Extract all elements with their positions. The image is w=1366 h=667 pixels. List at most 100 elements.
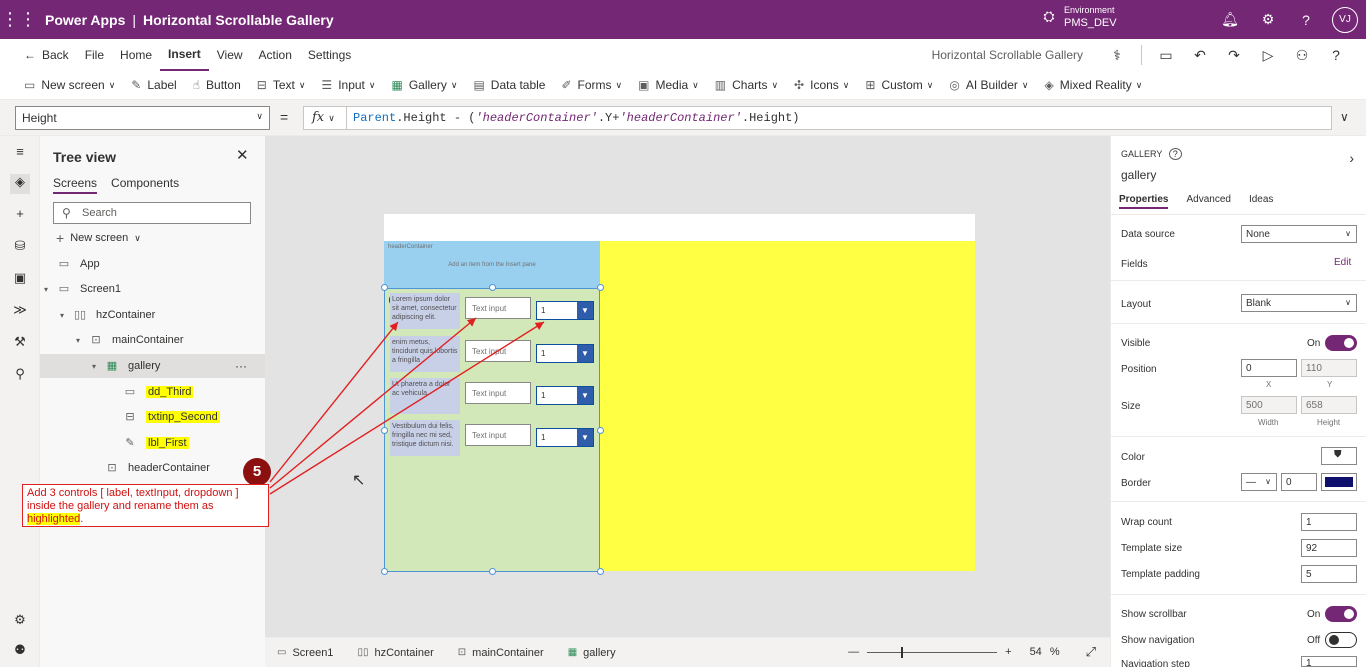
notifications-icon[interactable]: 🔔︎: [1221, 11, 1239, 27]
media-icon[interactable]: ▣: [13, 270, 27, 285]
gallery-label[interactable]: Ut pharetra a dolor ac vehicula.: [390, 378, 460, 414]
fields-edit-link[interactable]: Edit: [1334, 257, 1352, 268]
zoom-slider-thumb[interactable]: [901, 646, 904, 658]
advanced-tools-icon[interactable]: ⚒: [14, 334, 26, 349]
tab-advanced[interactable]: Advanced: [1186, 194, 1231, 205]
play-icon[interactable]: ▷: [1262, 46, 1274, 63]
gallery-text-input[interactable]: Text input: [465, 297, 531, 319]
data-cylinder-icon[interactable]: ⛁: [14, 238, 26, 253]
settings-gear-icon[interactable]: ⚙: [14, 612, 26, 627]
tree-node-hzcontainer[interactable]: ▾ ▯▯ hzContainer: [60, 309, 156, 321]
menu-settings[interactable]: Settings: [307, 48, 352, 62]
chevron-down-icon[interactable]: ▾: [92, 361, 97, 371]
gallery-label[interactable]: Vestibulum dui felis, fringilla nec mi s…: [390, 420, 460, 456]
app-launcher-icon[interactable]: ⋮⋮: [1, 9, 37, 29]
border-style-dropdown[interactable]: —∨: [1241, 473, 1277, 491]
breadcrumb-screen1[interactable]: ▭Screen1: [277, 646, 334, 659]
share-user-icon[interactable]: ⚇: [1295, 46, 1309, 63]
menu-file[interactable]: File: [84, 48, 105, 62]
ribbon-ai-builder[interactable]: ◎AI Builder∨: [949, 78, 1029, 92]
header-container[interactable]: headerContainer Add an item from the Ins…: [384, 241, 600, 288]
tab-properties[interactable]: Properties: [1119, 194, 1169, 209]
app-checker-icon[interactable]: ⚕: [1113, 46, 1121, 63]
height-input[interactable]: 658: [1301, 396, 1357, 414]
ribbon-input[interactable]: ☰Input∨: [321, 78, 376, 92]
template-padding-input[interactable]: 5: [1301, 565, 1357, 583]
ribbon-mixed-reality[interactable]: ◈Mixed Reality∨: [1044, 78, 1143, 92]
tree-node-gallery[interactable]: ▾ ▦ gallery ···: [40, 354, 265, 378]
user-avatar[interactable]: VJ: [1332, 6, 1358, 33]
gallery-dropdown[interactable]: 1▼: [536, 301, 594, 320]
resize-handle[interactable]: [489, 568, 496, 575]
ribbon-custom[interactable]: ⊞Custom∨: [865, 78, 934, 92]
search-icon[interactable]: ⚲: [15, 366, 25, 381]
gallery-label[interactable]: enim metus, tincidunt quis lobortis a fr…: [390, 336, 460, 372]
tree-node-dd-third[interactable]: ▭ dd_Third: [40, 380, 265, 404]
redo-icon[interactable]: ↷: [1228, 46, 1240, 63]
breadcrumb-maincontainer[interactable]: ⊡mainContainer: [457, 646, 544, 659]
resize-handle[interactable]: [381, 284, 388, 291]
resize-handle[interactable]: [381, 427, 388, 434]
virtual-agent-icon[interactable]: ⚉: [14, 642, 26, 657]
show-navigation-toggle[interactable]: [1325, 632, 1357, 648]
resize-handle[interactable]: [597, 427, 604, 434]
width-input[interactable]: 500: [1241, 396, 1297, 414]
show-scrollbar-toggle[interactable]: [1325, 606, 1357, 622]
tree-search-input[interactable]: ⚲ Search: [53, 202, 251, 224]
ribbon-button[interactable]: ☝Button: [192, 78, 241, 92]
screen1-preview[interactable]: headerContainer Add an item from the Ins…: [381, 214, 975, 575]
design-canvas[interactable]: headerContainer Add an item from the Ins…: [265, 136, 1110, 637]
ribbon-text[interactable]: ⊟Text∨: [256, 78, 306, 92]
ribbon-gallery[interactable]: ▦Gallery∨: [391, 78, 458, 92]
zoom-out-button[interactable]: —: [848, 646, 860, 658]
settings-gear-icon[interactable]: ⚙: [1261, 11, 1275, 27]
breadcrumb-hzcontainer[interactable]: ▯▯hzContainer: [357, 646, 434, 659]
close-icon[interactable]: ✕: [236, 147, 249, 164]
tree-view-layers-icon[interactable]: ◈: [10, 174, 30, 194]
resize-handle[interactable]: [489, 284, 496, 291]
tree-node-txtinp-second[interactable]: ⊟ txtinp_Second: [40, 405, 265, 429]
expand-formula-icon[interactable]: ∨: [1340, 110, 1349, 124]
menu-view[interactable]: View: [216, 48, 243, 62]
border-width-input[interactable]: 0: [1281, 473, 1317, 491]
help-icon[interactable]: ?: [1332, 47, 1340, 63]
ribbon-charts[interactable]: ▥Charts∨: [714, 78, 779, 92]
more-options-icon[interactable]: ···: [235, 359, 247, 373]
tab-ideas[interactable]: Ideas: [1248, 194, 1274, 205]
chevron-right-icon[interactable]: ›: [1349, 150, 1354, 166]
zoom-slider[interactable]: [867, 646, 998, 658]
gallery-row[interactable]: Lorem ipsum dolor sit amet, consectetur …: [385, 289, 601, 331]
gallery-dropdown[interactable]: 1▼: [536, 428, 594, 447]
tab-screens[interactable]: Screens: [53, 176, 98, 194]
environment-picker[interactable]: ⛭ Environment PMS_DEV: [1040, 4, 1116, 30]
position-x-input[interactable]: 0: [1241, 359, 1297, 377]
hamburger-menu-icon[interactable]: ≡: [16, 144, 24, 159]
resize-handle[interactable]: [381, 568, 388, 575]
template-size-input[interactable]: 92: [1301, 539, 1357, 557]
wrap-count-input[interactable]: 1: [1301, 513, 1357, 531]
chevron-down-icon[interactable]: ▾: [44, 284, 49, 294]
tree-node-app[interactable]: ▭ App: [40, 252, 265, 276]
tree-node-screen1[interactable]: ▾ ▭ Screen1: [44, 283, 121, 295]
tree-node-headercontainer[interactable]: ⊡ headerContainer: [40, 456, 265, 480]
breadcrumb-gallery[interactable]: ▦gallery: [567, 646, 616, 659]
tree-node-lbl-first[interactable]: ✎ lbl_First: [40, 431, 265, 455]
property-dropdown[interactable]: Height ∨: [15, 106, 270, 130]
fit-to-window-icon[interactable]: ⤢: [1085, 644, 1096, 659]
gallery-text-input[interactable]: Text input: [465, 340, 531, 362]
help-icon[interactable]: ?: [1302, 11, 1310, 28]
ribbon-data-table[interactable]: ▤Data table: [473, 78, 546, 92]
comments-icon[interactable]: ▭: [1159, 46, 1173, 63]
navigation-step-input[interactable]: 1: [1301, 656, 1357, 667]
resize-handle[interactable]: [597, 284, 604, 291]
back-button[interactable]: ←Back: [24, 48, 69, 62]
resize-handle[interactable]: [597, 568, 604, 575]
zoom-in-button[interactable]: +: [1005, 646, 1012, 658]
menu-action[interactable]: Action: [258, 48, 292, 62]
ribbon-media[interactable]: ▣Media∨: [638, 78, 699, 92]
gallery-text-input[interactable]: Text input: [465, 424, 531, 446]
insert-plus-icon[interactable]: +: [16, 206, 24, 221]
border-color-picker[interactable]: [1321, 473, 1357, 491]
power-automate-icon[interactable]: ≫: [13, 302, 27, 317]
position-y-input[interactable]: 110: [1301, 359, 1357, 377]
